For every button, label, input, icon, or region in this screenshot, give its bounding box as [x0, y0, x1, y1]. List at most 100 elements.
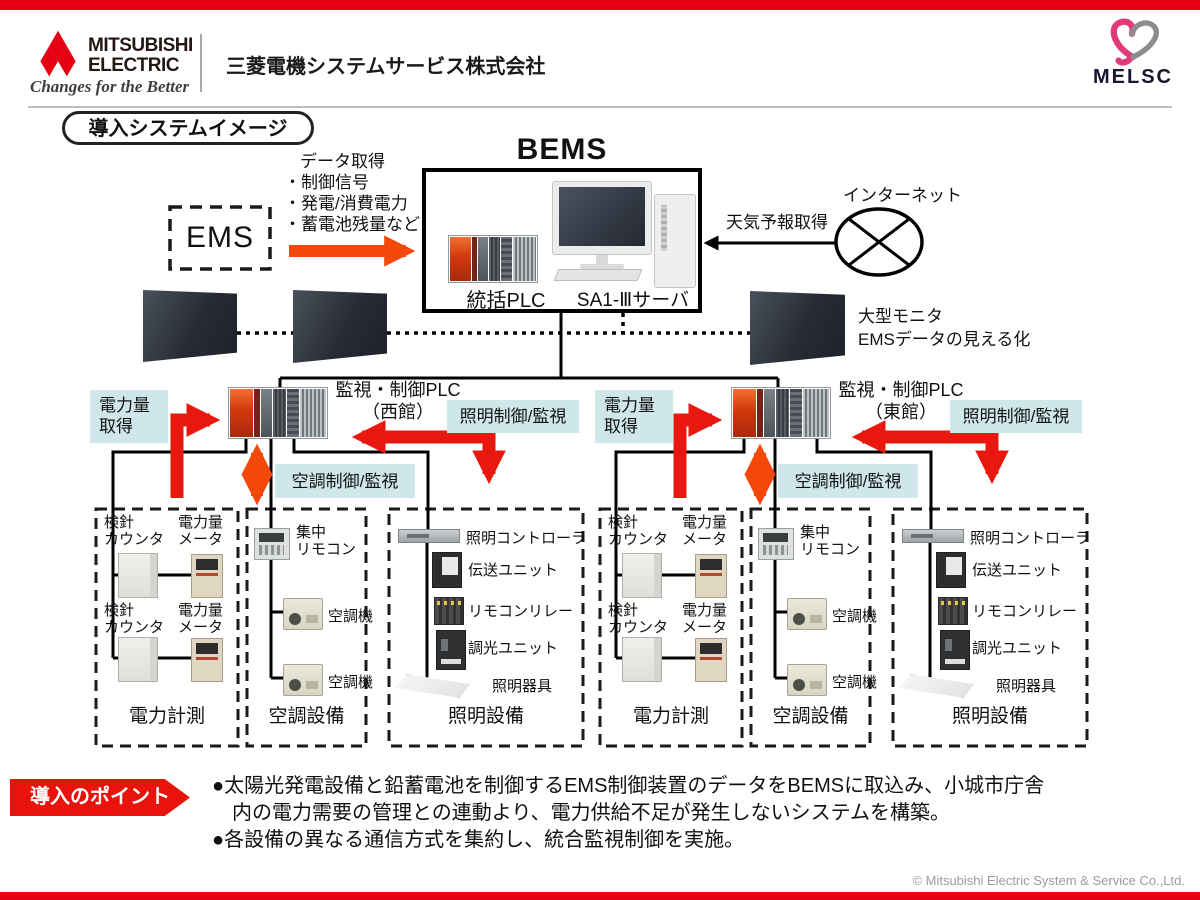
counter-cabinet — [118, 637, 158, 682]
bottom-brand-bar — [0, 892, 1200, 900]
light-fixture-label: 照明器具 — [492, 678, 553, 695]
server-monitor-stand — [596, 255, 608, 265]
transmission-unit-label: 伝送ユニット — [972, 562, 1063, 579]
page-title: 導入システムイメージ — [62, 111, 314, 145]
bems-plc-label: 統括PLC — [466, 290, 546, 312]
melsc-wordmark: MELSC — [1093, 66, 1173, 88]
internet-label: インターネット — [843, 186, 962, 205]
ems-label: EMS — [185, 221, 254, 254]
power-meter — [191, 638, 223, 682]
server-tower — [654, 194, 696, 288]
points-badge: 導入のポイント — [10, 779, 190, 816]
data-acquisition-title: データ取得 — [300, 152, 385, 171]
bems-title: BEMS — [516, 133, 608, 166]
equipment-group-east: 検針カウンタ 電力量メータ 検針カウンタ 電力量メータ 電力計測 集中リモコン … — [592, 509, 1092, 749]
dimmer-unit-label: 調光ユニット — [972, 640, 1063, 657]
large-display-1 — [143, 290, 237, 362]
power-arrow-east — [673, 403, 723, 498]
counter-label: 検針カウンタ — [104, 514, 165, 548]
meter-label: 電力量メータ — [178, 602, 224, 636]
light-fixture-device — [900, 674, 974, 698]
power-meter — [695, 554, 727, 598]
counter-cabinet — [622, 637, 662, 682]
ac-label: 空調機 — [832, 674, 878, 691]
counter-cabinet — [622, 553, 662, 598]
large-display-3 — [750, 291, 845, 365]
power-meter — [695, 638, 727, 682]
data-acquisition-item: ・蓄電池残量など — [284, 215, 420, 234]
ac-label: 空調機 — [832, 608, 878, 625]
data-acquisition-item: ・発電/消費電力 — [284, 194, 408, 213]
light-fixture-label: 照明器具 — [996, 678, 1057, 695]
plc-power-module — [450, 237, 471, 281]
remote-relay-device — [938, 597, 968, 625]
power-box-title: 電力計測 — [128, 706, 205, 727]
copyright: © Mitsubishi Electric System & Service C… — [912, 873, 1185, 888]
brand-tagline: Changes for the Better — [30, 77, 190, 96]
power-arrow-west — [170, 403, 221, 498]
central-remote — [254, 528, 290, 560]
counter-label: 検針カウンタ — [104, 602, 165, 636]
header-divider — [200, 34, 202, 92]
point-bullet-2: ●各設備の異なる通信方式を集約し、統合監視制御を実施。 — [212, 829, 745, 851]
weather-label: 天気予報取得 — [726, 213, 828, 232]
power-acquisition-label-west: 電力量取得 — [90, 390, 168, 443]
counter-cabinet — [118, 553, 158, 598]
meter-label: 電力量メータ — [682, 602, 728, 636]
brand-name-line1: MITSUBISHI — [88, 35, 193, 56]
plc-sublabel-east: （東館） — [865, 402, 937, 422]
server-keyboard — [553, 269, 643, 281]
lighting-control-label-west: 照明制御/監視 — [447, 400, 579, 433]
ac-unit — [283, 664, 323, 696]
dimmer-unit-device — [436, 630, 466, 670]
light-fixture-device — [396, 674, 470, 698]
dimmer-unit-label: 調光ユニット — [468, 640, 559, 657]
point-bullet-1: ●太陽光発電設備と鉛蓄電池を制御するEMS制御装置のデータをBEMSに取込み、小… — [212, 775, 1045, 797]
ac-unit — [787, 598, 827, 630]
large-display-2 — [293, 290, 387, 363]
power-box-title: 電力計測 — [632, 706, 709, 727]
hvac-box-title: 空調設備 — [268, 706, 345, 727]
plc-label-east: 監視・制御PLC — [838, 380, 964, 400]
power-meter — [191, 554, 223, 598]
server-monitor — [552, 181, 652, 255]
lighting-box-title: 照明設備 — [447, 706, 524, 727]
transmission-unit-device — [936, 552, 966, 588]
hvac-box-title: 空調設備 — [772, 706, 849, 727]
internet-icon — [834, 207, 924, 277]
ac-label: 空調機 — [328, 674, 374, 691]
remote-relay-label: リモコンリレー — [468, 603, 574, 620]
data-acquisition-item: ・制御信号 — [284, 173, 369, 192]
remote-relay-device — [434, 597, 464, 625]
meter-label: 電力量メータ — [682, 514, 728, 548]
melsc-heart-icon — [1102, 16, 1162, 66]
plc-image-west — [228, 387, 328, 439]
plc-image-east — [731, 387, 831, 439]
plc-image-bems — [448, 235, 538, 283]
company-name: 三菱電機システムサービス株式会社 — [226, 56, 546, 78]
plc-sublabel-west: （西館） — [362, 402, 434, 422]
central-remote — [758, 528, 794, 560]
point-bullet-1-cont: 内の電力需要の管理との連動より、電力供給不足が発生しないシステムを構築。 — [232, 802, 950, 824]
large-monitor-sublabel: EMSデータの見える化 — [858, 330, 1031, 349]
remote-relay-label: リモコンリレー — [972, 603, 1078, 620]
lighting-controller-device — [902, 529, 964, 543]
ac-unit — [283, 598, 323, 630]
lighting-box-title: 照明設備 — [951, 706, 1028, 727]
dimmer-unit-device — [940, 630, 970, 670]
remote-label: 集中リモコン — [296, 524, 357, 558]
lighting-controller-label: 照明コントローラ — [970, 530, 1091, 547]
ac-unit — [787, 664, 827, 696]
lighting-control-label-east: 照明制御/監視 — [950, 400, 1082, 433]
ac-label: 空調機 — [328, 608, 374, 625]
top-brand-bar — [0, 0, 1200, 10]
mitsubishi-diamonds-icon — [34, 27, 82, 81]
remote-label: 集中リモコン — [800, 524, 861, 558]
header-rule — [28, 106, 1172, 108]
meter-label: 電力量メータ — [178, 514, 224, 548]
hvac-control-label-east: 空調制御/監視 — [778, 464, 918, 498]
transmission-unit-device — [432, 552, 462, 588]
lighting-controller-label: 照明コントローラ — [466, 530, 587, 547]
hvac-control-label-west: 空調制御/監視 — [275, 464, 415, 498]
